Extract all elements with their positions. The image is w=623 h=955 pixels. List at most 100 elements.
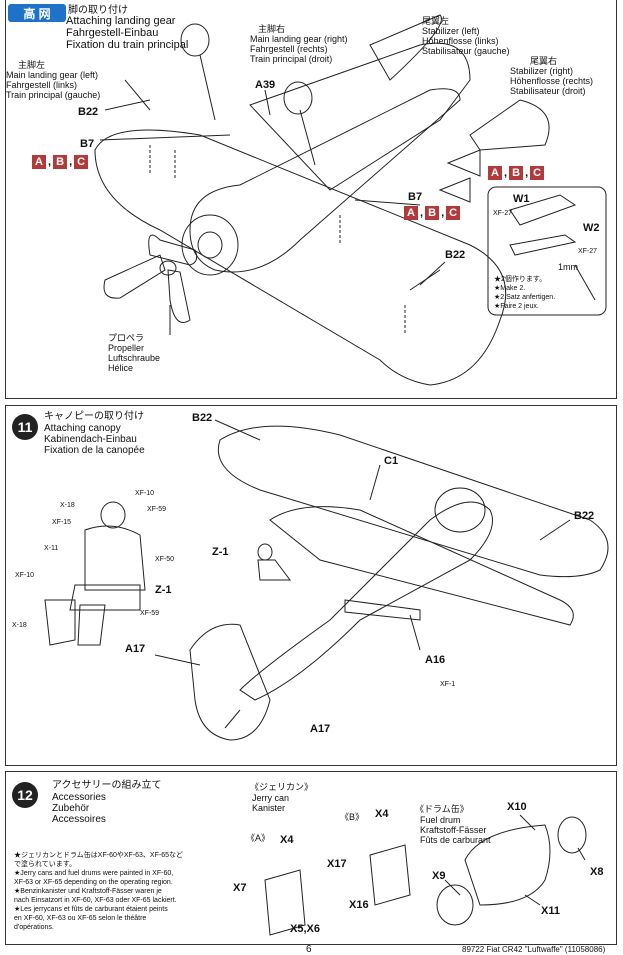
- step10-title-de: Fahrgestell-Einbau: [66, 27, 159, 39]
- stab-right-de: Höhenflosse (rechts): [510, 76, 594, 86]
- right-gear-fr: Train principal (droit): [250, 54, 333, 64]
- part-w2: W2: [583, 222, 600, 234]
- step12-note-6: ★Les jerrycans et fûts de carburant étai…: [14, 906, 168, 913]
- step12-title-de: Zubehör: [52, 803, 90, 814]
- part-x8: X8: [590, 866, 604, 878]
- step11-title-jp: キャノピーの取り付け: [44, 411, 144, 422]
- stab-left-de: Höhenflosse (links): [422, 36, 499, 46]
- step12-note-8: d'opérations.: [14, 924, 54, 931]
- abc-c: C: [446, 206, 461, 220]
- part-w1: W1: [513, 193, 530, 205]
- right-gear-en: Main landing gear (right): [250, 34, 348, 44]
- footer-title: 89722 Fiat CR42 "Luftwaffe" (11058086): [462, 945, 606, 954]
- step12-note-0: ★ジェリカンとドラム缶はXF-60やXF-63、XF-65など: [14, 852, 183, 859]
- right-gear-de: Fahrgestell (rechts): [250, 44, 328, 54]
- part-b22-right: B22: [445, 249, 466, 261]
- inset-note-en: ★Make 2.: [494, 285, 526, 292]
- step10-title-en: Attaching landing gear: [66, 15, 176, 27]
- abc-badge-left: A, B, C: [32, 155, 89, 169]
- pilot-paint-xf50: XF-50: [155, 556, 175, 563]
- pilot-paint-xf59-top: XF-59: [147, 506, 167, 513]
- step10-panel: [5, 0, 617, 399]
- part-z1: Z-1: [212, 546, 229, 558]
- abc-b: B: [53, 155, 68, 169]
- step10-title-jp: 脚の取り付け: [68, 5, 128, 16]
- part-b22-left: B22: [78, 106, 99, 118]
- step12-note-1: で塗られています。: [14, 861, 77, 868]
- step11-title-en: Attaching canopy: [44, 423, 121, 434]
- right-gear-jp: 主脚右: [258, 24, 286, 34]
- jerry-variant-b: 《B》: [340, 812, 365, 822]
- propeller-jp: プロペラ: [108, 333, 145, 343]
- step12-note-4: ★Benzinkanister und Kraftstoff-Fässer wa…: [14, 888, 162, 895]
- part-c1: C1: [384, 455, 399, 467]
- part-x4-a: X4: [280, 834, 294, 846]
- part-z1-pilot: Z-1: [155, 584, 172, 596]
- abc-badge-mid: A, B, C: [404, 206, 461, 220]
- left-gear-de: Fahrgestell (links): [6, 80, 78, 90]
- jerry-jp: 《ジェリカン》: [250, 782, 314, 792]
- abc-badge-top-right: A, B, C: [488, 166, 545, 180]
- abc-a: A: [488, 166, 502, 180]
- stab-left-en: Stabilizer (left): [422, 26, 480, 36]
- propeller-fr: Hélice: [108, 363, 134, 373]
- part-x4-b: X4: [375, 808, 389, 820]
- paint-xf27-a: XF-27: [493, 210, 513, 217]
- abc-a: A: [404, 206, 418, 220]
- stab-left-fr: Stabilisateur (gauche): [422, 46, 510, 56]
- abc-b: B: [425, 206, 440, 220]
- part-x5-x6: X5,X6: [290, 923, 320, 935]
- part-b7-left: B7: [80, 138, 95, 150]
- drum-de: Kraftstoff-Fässer: [420, 825, 487, 835]
- stab-right-en: Stabilizer (right): [510, 66, 574, 76]
- step12-panel: [5, 771, 617, 945]
- step12-title-fr: Accessoires: [52, 814, 106, 825]
- jerry-en: Jerry can: [252, 793, 290, 803]
- jerry-de: Kanister: [252, 803, 286, 813]
- watermark-logo: 高 网: [8, 4, 66, 22]
- inset-mm: 1mm: [558, 262, 578, 272]
- part-b22-right-11: B22: [574, 510, 595, 522]
- pilot-paint-x18-bottom: X-18: [12, 622, 27, 629]
- step10-title-fr: Fixation du train principal: [66, 39, 189, 51]
- step12-note-3: XF-63 or XF-65 depending on the operatin…: [14, 879, 173, 886]
- abc-c: C: [74, 155, 89, 169]
- paint-xf1: XF-1: [440, 681, 456, 688]
- abc-b: B: [509, 166, 524, 180]
- jerry-variant-a: 《A》: [246, 833, 271, 843]
- step12-title-jp: アクセサリーの組み立て: [52, 780, 162, 791]
- abc-a: A: [32, 155, 46, 169]
- page-number: 6: [306, 944, 312, 955]
- paint-xf27-b: XF-27: [578, 248, 598, 255]
- inset-note-fr: ★Faire 2 jeux.: [494, 303, 539, 310]
- propeller-en: Propeller: [108, 343, 145, 353]
- drum-jp: 《ドラム缶》: [415, 804, 469, 814]
- step12-note-5: nach Einsatzort in XF-60, XF-63 oder XF-…: [14, 897, 177, 904]
- part-a39: A39: [255, 79, 276, 91]
- step12-note-2: ★Jerry cans and fuel drums were painted …: [14, 870, 174, 877]
- pilot-paint-x18-top: X-18: [60, 502, 75, 509]
- part-x9: X9: [432, 870, 446, 882]
- left-gear-fr: Train principal (gauche): [6, 90, 101, 100]
- inset-note-jp: ★2個作ります。: [494, 276, 547, 283]
- pilot-paint-xf15: XF-15: [52, 519, 72, 526]
- stab-left-jp: 尾翼左: [422, 16, 450, 26]
- drum-en: Fuel drum: [420, 815, 461, 825]
- inset-note-de: ★2 Satz anfertigen.: [494, 294, 556, 301]
- pilot-paint-xf10-top: XF-10: [135, 490, 155, 497]
- pilot-paint-xf10-left: XF-10: [15, 572, 35, 579]
- left-gear-jp: 主脚左: [18, 60, 46, 70]
- pilot-paint-xf59-bottom: XF-59: [140, 610, 160, 617]
- part-x16: X16: [349, 899, 369, 911]
- step12-number: 12: [12, 782, 38, 808]
- propeller-de: Luftschraube: [108, 353, 161, 363]
- part-x10: X10: [507, 801, 527, 813]
- step11-title-de: Kabinendach-Einbau: [44, 434, 137, 445]
- part-b22-top: B22: [192, 412, 213, 424]
- step11-number: 11: [12, 414, 38, 440]
- part-b7-right: B7: [408, 191, 423, 203]
- stab-right-fr: Stabilisateur (droit): [510, 86, 586, 96]
- pilot-paint-x11: X-11: [44, 545, 59, 552]
- drum-fr: Fûts de carburant: [420, 835, 491, 845]
